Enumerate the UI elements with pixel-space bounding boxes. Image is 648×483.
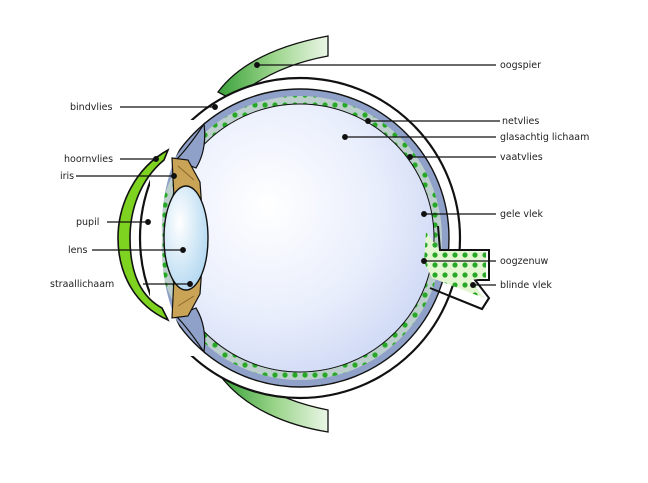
label-glasachtig-lichaam: glasachtig lichaam — [500, 132, 589, 143]
label-straallichaam: straallichaam — [50, 279, 114, 290]
label-oogspier: oogspier — [500, 60, 541, 71]
label-bindvlies: bindvlies — [70, 102, 112, 113]
label-blinde-vlek: blinde vlek — [500, 280, 552, 291]
label-hoornvlies: hoornvlies — [64, 154, 113, 165]
label-iris: iris — [60, 171, 74, 182]
label-gele-vlek: gele vlek — [500, 209, 543, 220]
label-lens: lens — [68, 245, 88, 256]
label-netvlies: netvlies — [502, 116, 539, 127]
label-vaatvlies: vaatvlies — [500, 152, 543, 163]
label-oogzenuw: oogzenuw — [500, 256, 549, 267]
lens-shape — [164, 186, 208, 290]
label-pupil: pupil — [76, 217, 99, 228]
